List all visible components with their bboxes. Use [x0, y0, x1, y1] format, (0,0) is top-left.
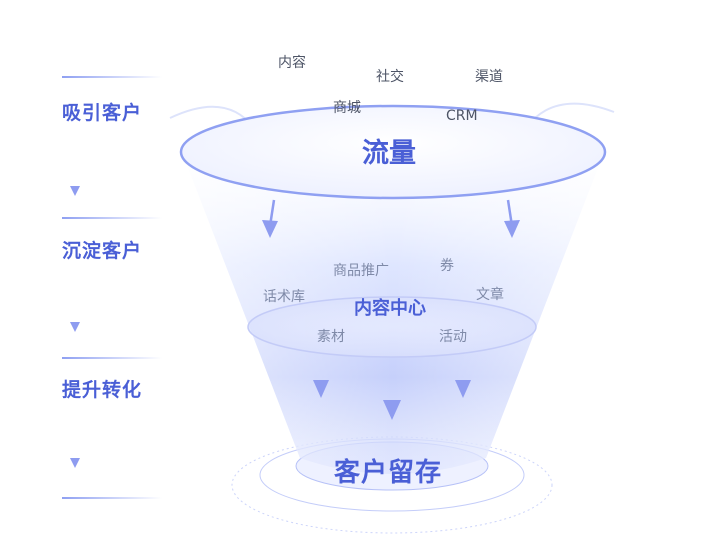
- stage-divider: [62, 357, 162, 359]
- channel-tag: 商城: [333, 100, 361, 116]
- content-item: 商品推广: [333, 263, 389, 279]
- flow-arrow: [455, 355, 471, 398]
- content-center-disk: [247, 296, 537, 358]
- content-item: 素材: [317, 329, 345, 345]
- retention-title: 客户留存: [334, 458, 443, 488]
- traffic-title: 流量: [362, 138, 416, 169]
- stage-label-convert: 提升转化: [62, 379, 143, 401]
- channel-tag: 渠道: [475, 69, 503, 85]
- stage-arrow: [70, 142, 80, 196]
- stage-label-attract: 吸引客户: [62, 102, 143, 124]
- stage-divider: [62, 217, 162, 219]
- stage-label-retain: 沉淀客户: [62, 240, 143, 262]
- flow-arrow: [504, 199, 520, 238]
- flow-arrow: [262, 199, 278, 238]
- content-item: 活动: [439, 329, 467, 345]
- stage-arrow: [70, 280, 80, 332]
- flow-arrow: [313, 355, 329, 398]
- stage-divider: [62, 497, 162, 499]
- channel-tag: 内容: [278, 55, 306, 71]
- stage-divider: [62, 76, 162, 78]
- channel-tag: CRM: [446, 108, 478, 124]
- content-center-title: 内容中心: [354, 298, 426, 319]
- content-item: 券: [440, 258, 454, 274]
- channel-tag: 社交: [376, 69, 404, 85]
- stage-arrow: [70, 418, 80, 468]
- traffic-disk: [179, 104, 607, 200]
- content-item: 文章: [476, 287, 504, 303]
- flow-arrow: [383, 360, 401, 420]
- content-item: 话术库: [263, 289, 305, 305]
